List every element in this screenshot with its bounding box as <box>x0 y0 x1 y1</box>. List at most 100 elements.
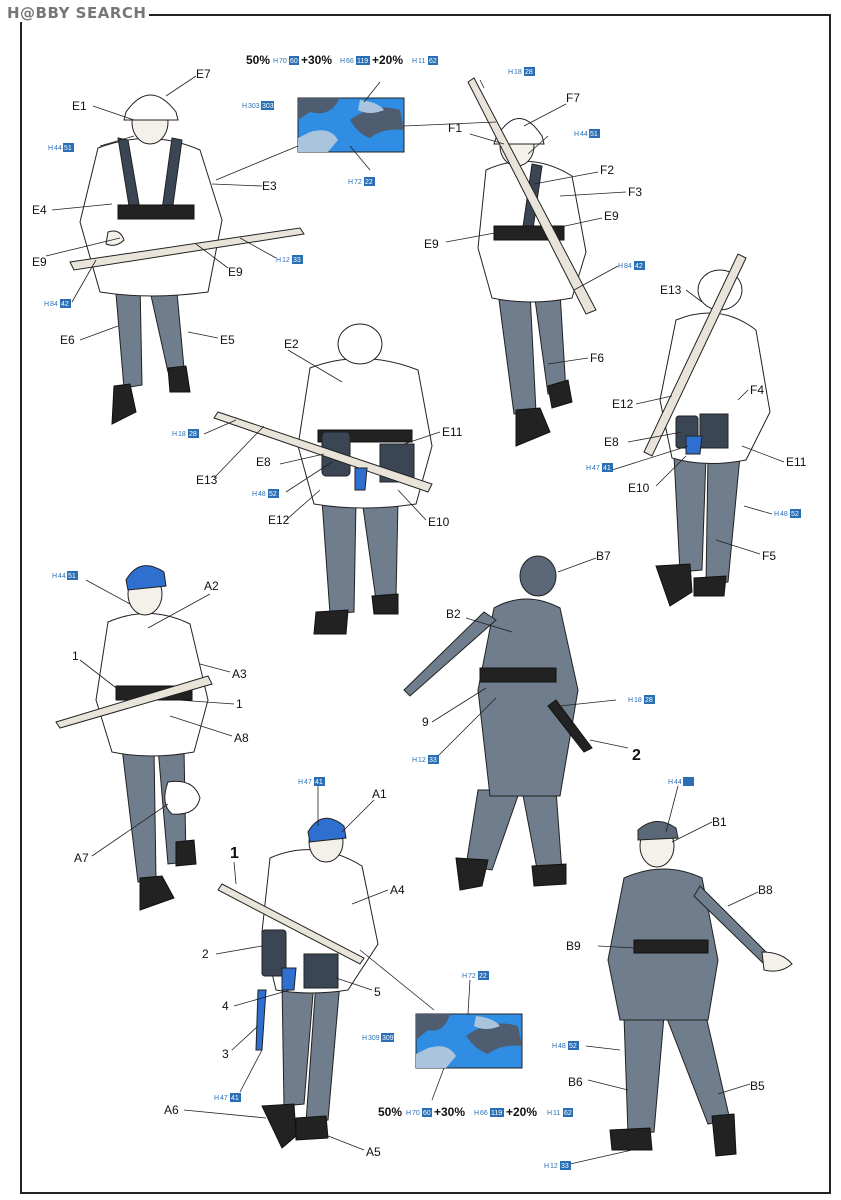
svg-text:47: 47 <box>592 465 600 472</box>
figure-e-back <box>213 323 433 635</box>
figure-b-pointing <box>403 555 593 891</box>
callout-a1: A1 <box>372 787 387 801</box>
callout-e1: E1 <box>72 99 87 113</box>
callout-e6: E6 <box>60 333 75 347</box>
callout-e5: E5 <box>220 333 235 347</box>
callout-b9: B9 <box>566 939 581 953</box>
svg-text:18: 18 <box>178 431 186 438</box>
code-h: H <box>474 1110 479 1117</box>
code-h: H <box>547 1110 552 1117</box>
svg-text:41: 41 <box>603 465 611 472</box>
callout-f1: F1 <box>448 121 462 135</box>
svg-text:44: 44 <box>58 573 66 580</box>
callout-a6: A6 <box>164 1103 179 1117</box>
svg-text:H: H <box>618 263 623 270</box>
code-tag-48-52-right: H 48 52 <box>774 509 801 518</box>
svg-text:H: H <box>508 69 513 76</box>
svg-text:H: H <box>552 1043 557 1050</box>
code-tag-48-52-b: H 48 52 <box>552 1041 579 1050</box>
svg-text:84: 84 <box>50 301 58 308</box>
code-11: 11 <box>418 58 425 65</box>
callout-e13-center: E13 <box>196 473 218 487</box>
svg-text:41: 41 <box>315 779 323 786</box>
mix-top-50: 50% <box>246 53 270 67</box>
svg-text:H: H <box>544 1163 549 1170</box>
svg-text:H: H <box>462 973 467 980</box>
callout-b2: B2 <box>446 607 461 621</box>
svg-text:48: 48 <box>780 511 788 518</box>
svg-text:H: H <box>214 1095 219 1102</box>
svg-text:44: 44 <box>580 131 588 138</box>
callout-2: 2 <box>202 947 209 961</box>
callout-a8: A8 <box>234 731 249 745</box>
callout-f7: F7 <box>566 91 580 105</box>
code-tag-44-51-b: H 44 51 <box>668 772 694 786</box>
callout-b7: B7 <box>596 549 611 563</box>
svg-text:H: H <box>44 301 49 308</box>
callout-5: 5 <box>374 985 381 999</box>
svg-text:H: H <box>412 757 417 764</box>
svg-text:H: H <box>362 1035 367 1042</box>
callout-e9-left: E9 <box>32 255 47 269</box>
code-tag-72-22-top: H 72 22 <box>348 177 375 186</box>
svg-text:12: 12 <box>550 1163 558 1170</box>
code-tag-12-33-b-bottom: H 12 33 <box>544 1161 571 1170</box>
callout-e7: E7 <box>196 67 211 81</box>
svg-text:44: 44 <box>54 145 62 152</box>
svg-text:22: 22 <box>479 973 487 980</box>
svg-text:H: H <box>774 511 779 518</box>
svg-text:72: 72 <box>354 179 362 186</box>
svg-text:H: H <box>52 573 57 580</box>
callout-b1: B1 <box>712 815 727 829</box>
code-tag-18-28-f: H 18 28 <box>508 67 535 76</box>
svg-text:309: 309 <box>368 1035 380 1042</box>
svg-text:309: 309 <box>382 1035 394 1042</box>
figure-b-officer <box>607 821 793 1157</box>
mix-bottom-30: +30% <box>434 1105 465 1119</box>
svg-text:42: 42 <box>61 301 69 308</box>
callout-b5: B5 <box>750 1079 765 1093</box>
callout-e9-front: E9 <box>228 265 243 279</box>
code-tag-84-42-e: H 84 42 <box>44 299 71 308</box>
svg-text:72: 72 <box>468 973 476 980</box>
code-tag-47-41-a-bottom: H 47 41 <box>214 1093 241 1102</box>
svg-text:42: 42 <box>635 263 643 270</box>
callout-1-large: 1 <box>230 845 239 862</box>
code-119: 119 <box>357 58 368 65</box>
code-tag-48-52-center: H 48 52 <box>252 489 279 498</box>
svg-text:28: 28 <box>189 431 197 438</box>
callout-3: 3 <box>222 1047 229 1061</box>
mix-formula-bottom: 50% H 70 60 +30% H 66 119 +20% H 11 62 <box>378 1105 573 1119</box>
svg-text:84: 84 <box>624 263 632 270</box>
svg-text:52: 52 <box>269 491 277 498</box>
callout-9: 9 <box>422 715 429 729</box>
callout-f2: F2 <box>600 163 614 177</box>
svg-text:12: 12 <box>418 757 426 764</box>
svg-text:H: H <box>574 131 579 138</box>
code-h: H <box>406 1110 411 1117</box>
callout-b6: B6 <box>568 1075 583 1089</box>
svg-text:H: H <box>628 697 633 704</box>
mix-top-20: +20% <box>372 53 403 67</box>
code-62: 62 <box>564 1110 572 1117</box>
code-tag-303-top: H 303 303 <box>242 101 274 110</box>
callout-1-a: 1 <box>72 649 79 663</box>
callout-a4: A4 <box>390 883 405 897</box>
callout-e3: E3 <box>262 179 277 193</box>
code-tag-47-41-right: H 47 41 <box>586 463 613 472</box>
svg-text:12: 12 <box>282 257 290 264</box>
svg-text:H: H <box>276 257 281 264</box>
code-70: 70 <box>279 58 287 65</box>
color-code-tags: H 303 303 H 44 51 H 72 22 H 12 33 H 84 4… <box>44 67 801 1170</box>
svg-text:28: 28 <box>645 697 653 704</box>
svg-text:18: 18 <box>634 697 642 704</box>
svg-text:51: 51 <box>68 573 76 580</box>
figure-a-standing <box>55 565 213 911</box>
code-tag-12-33-b: H 12 33 <box>412 755 439 764</box>
svg-text:51: 51 <box>590 131 598 138</box>
svg-text:44: 44 <box>674 779 682 786</box>
code-tag-18-28-b: H 18 28 <box>628 695 655 704</box>
callout-e10-right: E10 <box>628 481 650 495</box>
svg-text:H: H <box>48 145 53 152</box>
leader-lines <box>45 75 785 1165</box>
